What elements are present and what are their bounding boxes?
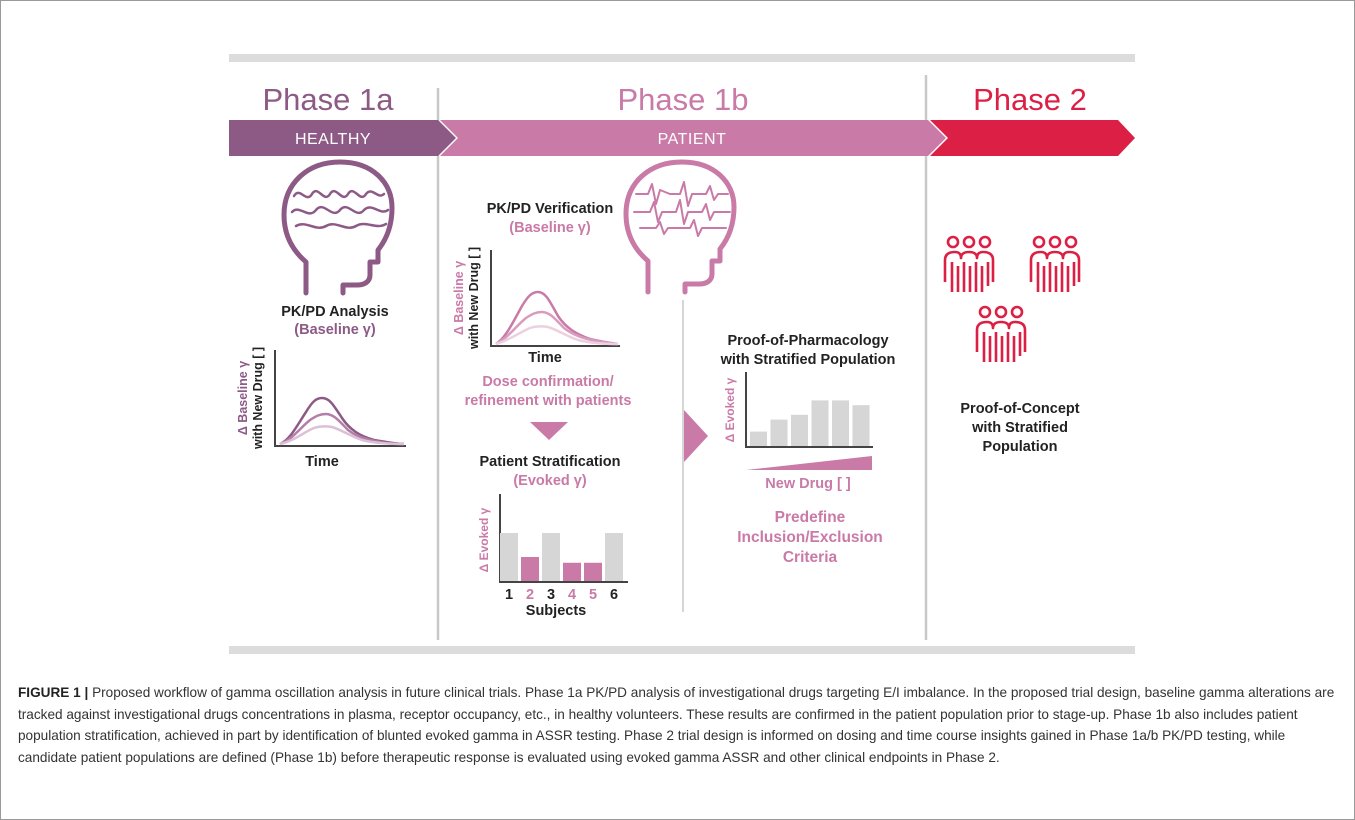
p1b-verification-sub: (Baseline γ) bbox=[509, 220, 591, 236]
p1b-xlabel: Time bbox=[528, 350, 562, 366]
population-group-icon-1 bbox=[943, 235, 995, 294]
dose-confirmation-line-2: refinement with patients bbox=[465, 393, 632, 409]
strat-bar-4 bbox=[563, 562, 581, 581]
pop-bar-3 bbox=[791, 414, 808, 446]
top-bar bbox=[229, 54, 1135, 62]
banner-patient bbox=[440, 120, 946, 156]
p1a-xlabel: Time bbox=[305, 454, 339, 470]
p1a-subheading: (Baseline γ) bbox=[294, 322, 376, 338]
down-arrow-icon bbox=[530, 422, 568, 440]
population-group-icon-3 bbox=[975, 305, 1027, 364]
strat-xlabel: Subjects bbox=[526, 603, 586, 619]
banner-healthy-label: HEALTHY bbox=[295, 131, 371, 148]
strat-ylabel: Δ Evoked γ bbox=[477, 507, 491, 572]
pop-bar-1 bbox=[750, 431, 767, 446]
patient-brain-head-icon bbox=[623, 159, 737, 295]
stratification-heading: Patient Stratification bbox=[480, 454, 621, 470]
strat-tick-6: 6 bbox=[610, 587, 618, 603]
p1b-ylabel-2: with New Drug [ ] bbox=[467, 247, 481, 350]
dose-ramp-wedge bbox=[746, 456, 872, 470]
pop-heading-2: with Stratified Population bbox=[720, 352, 896, 368]
right-arrow-icon bbox=[684, 410, 708, 462]
strat-tick-2: 2 bbox=[526, 587, 534, 603]
strat-bar-2 bbox=[521, 557, 539, 581]
proof-of-pharmacology-bar-chart: Δ Evoked γ New Drug [ ] bbox=[723, 372, 873, 492]
strat-tick-5: 5 bbox=[589, 587, 597, 603]
phase2-text-line-1: Proof-of-Concept bbox=[960, 401, 1079, 417]
p1a-pkpd-chart: Δ Baseline γ with New Drug [ ] Time bbox=[236, 347, 406, 470]
strat-bar-5 bbox=[584, 562, 602, 581]
strat-bar-1 bbox=[500, 533, 518, 581]
strat-tick-3: 3 bbox=[547, 587, 555, 603]
pop-bar-6 bbox=[852, 405, 870, 446]
banner-healthy bbox=[229, 120, 456, 156]
stratification-sub: (Evoked γ) bbox=[513, 473, 586, 489]
figure-caption: FIGURE 1 | Proposed workflow of gamma os… bbox=[18, 682, 1340, 768]
caption-label: FIGURE 1 | bbox=[18, 685, 89, 700]
p1b-pkpd-chart: Δ Baseline γ with New Drug [ ] Time bbox=[452, 247, 620, 366]
bottom-bar bbox=[229, 646, 1135, 654]
phase2-text-line-2: with Stratified bbox=[971, 420, 1068, 436]
p1a-heading: PK/PD Analysis bbox=[281, 304, 388, 320]
phase-1a-title: Phase 1a bbox=[263, 82, 395, 117]
p1a-ylabel-2: with New Drug [ ] bbox=[251, 347, 265, 450]
strat-bar-3 bbox=[542, 533, 560, 581]
p1b-verification-heading: PK/PD Verification bbox=[487, 201, 614, 217]
p1a-curve-low bbox=[279, 425, 405, 446]
p1b-curve-mid bbox=[495, 310, 619, 346]
phase2-text-line-3: Population bbox=[983, 439, 1058, 455]
criteria-line-2: Inclusion/Exclusion bbox=[737, 529, 883, 546]
pop-bar-5 bbox=[832, 400, 849, 446]
phase-1b-title: Phase 1b bbox=[618, 82, 749, 117]
criteria-line-1: Predefine bbox=[775, 509, 846, 526]
population-group-icon-2 bbox=[1029, 235, 1081, 294]
p1a-ylabel-1: Δ Baseline γ bbox=[236, 361, 250, 435]
pop-ylabel: Δ Evoked γ bbox=[723, 377, 737, 442]
banner-patient-label: PATIENT bbox=[658, 131, 727, 148]
pop-bar-4 bbox=[811, 400, 829, 446]
pop-heading-1: Proof-of-Pharmacology bbox=[727, 333, 888, 349]
p1b-ylabel-1: Δ Baseline γ bbox=[452, 261, 466, 335]
strat-tick-4: 4 bbox=[568, 587, 576, 603]
criteria-line-3: Criteria bbox=[783, 549, 838, 566]
pop-bar-2 bbox=[770, 419, 788, 446]
strat-tick-1: 1 bbox=[505, 587, 513, 603]
strat-bar-6 bbox=[605, 533, 623, 581]
p1b-curve-low bbox=[495, 325, 619, 346]
workflow-diagram: Phase 1a Phase 1b Phase 2 HEALTHY PATIEN… bbox=[229, 54, 1135, 654]
caption-text: Proposed workflow of gamma oscillation a… bbox=[18, 685, 1335, 765]
healthy-brain-head-icon bbox=[281, 159, 395, 296]
dose-confirmation-line-1: Dose confirmation/ bbox=[482, 374, 613, 390]
phase-2-title: Phase 2 bbox=[973, 82, 1087, 117]
pop-xlabel: New Drug [ ] bbox=[765, 476, 851, 492]
banner-phase2 bbox=[930, 120, 1135, 156]
